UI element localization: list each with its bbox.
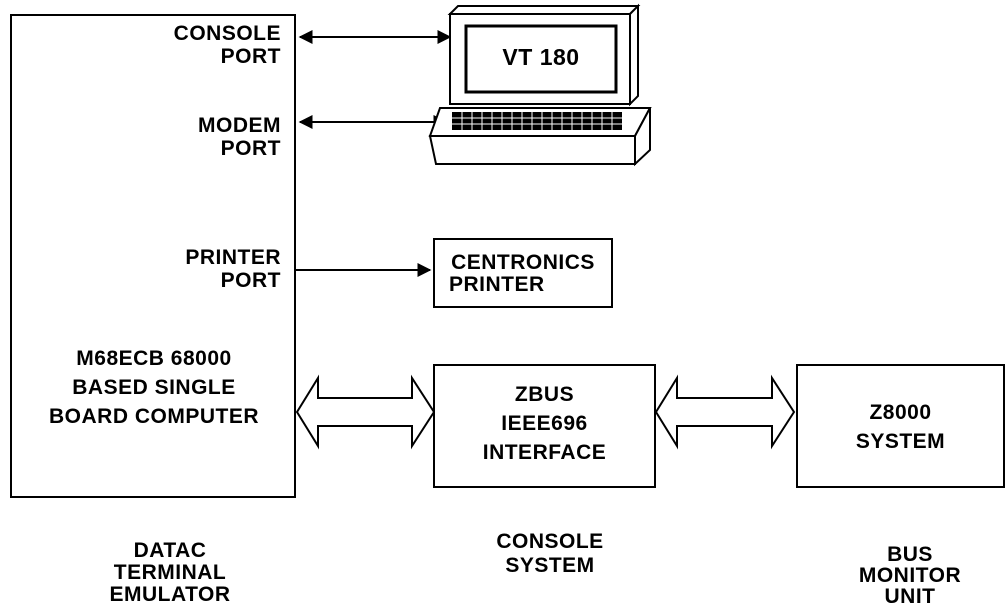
centronics-printer-box — [433, 238, 613, 308]
vt180-terminal — [428, 3, 652, 167]
zbus-interface-box — [433, 364, 656, 488]
single-board-computer-box — [10, 14, 296, 498]
z8000-system-box — [796, 364, 1005, 488]
bus-arrow-sbc-interface — [295, 374, 436, 450]
vt180-label: VT 180 — [502, 44, 580, 70]
bus-arrow-interface-z8000 — [654, 374, 796, 450]
